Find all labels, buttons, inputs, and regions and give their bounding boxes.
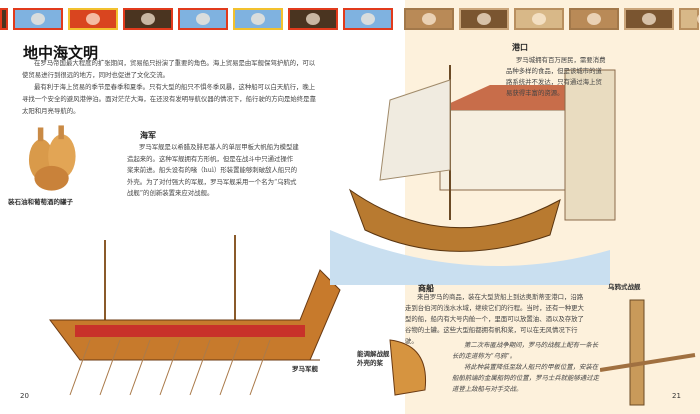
decorative-banner	[0, 8, 700, 30]
corvus-note-1: 第二次布匿战争期间，罗马的战舰上配有一条长长的走道称为“乌鸦”。	[452, 341, 599, 360]
caption-warship: 罗马军舰	[292, 365, 318, 373]
merchant-heading: 商船	[418, 283, 434, 293]
navy-heading: 海军	[140, 130, 156, 140]
navy-paragraph: 罗马军舰是以希腊及腓尼基人的单层甲板大帆船为模型建造起来的。这种军舰拥有方形帆，…	[127, 143, 299, 197]
corvus-note-2: 将此种装置降低至敌人船只的甲板位置，安装在船舶前端的金属船钩的位置，罗马士兵就能…	[452, 363, 599, 393]
page-title: 地中海文明	[23, 44, 99, 62]
merchant-ship-port-illustration	[330, 65, 616, 285]
port-paragraph: 罗马城拥有百万居民，需要消费品种多样的食品，但是该城市的道路系统并不发达，只有通…	[506, 56, 606, 97]
caption-corvus: 乌鸦式战舰	[608, 283, 641, 291]
intro-paragraph-1: 在罗马帝国最大程度的扩张期间，贸易船只扮演了重要的角色。海上贸易是由军舰保驾护航…	[22, 59, 316, 79]
caption-oars: 能调解战舰外壳的桨	[357, 350, 390, 367]
bow-detail-illustration	[389, 339, 427, 396]
corvus-boarding-bridge-illustration	[600, 299, 696, 406]
roman-warship-illustration	[49, 235, 341, 396]
caption-jars: 装石油和葡萄酒的罐子	[8, 198, 73, 206]
merchant-paragraph: 来自罗马的商品，装在大型货船上到达奥斯蒂亚港口，沿路走到台伯河的浅水水域，继续它…	[405, 293, 584, 345]
page-number-right: 21	[672, 392, 681, 400]
intro-paragraph-2: 最有利于海上贸易的季节是春季和夏季。只有大型的船只不惧冬季风暴，这种船可以白天航…	[22, 83, 316, 115]
amphora-jars-illustration	[28, 125, 76, 191]
port-heading: 港口	[512, 42, 528, 52]
page-number-left: 20	[20, 392, 29, 400]
